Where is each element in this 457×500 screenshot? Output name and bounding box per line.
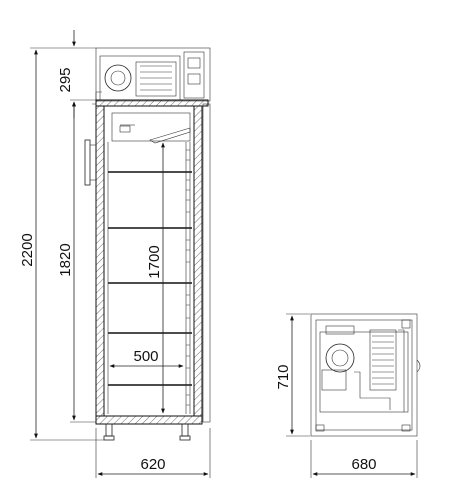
top-unit: [92, 47, 211, 105]
dim-top-view-depth: 710: [275, 364, 292, 389]
door: [202, 103, 211, 423]
evaporator: [111, 112, 191, 144]
dim-top-unit-height: 295: [57, 67, 74, 92]
dim-total-height: 2200: [19, 233, 36, 266]
dim-front-width: 620: [140, 456, 165, 473]
section-view: [84, 47, 211, 441]
bottom-wall: [95, 415, 203, 425]
shelf-rack: [107, 142, 191, 414]
left-wall: [95, 105, 105, 417]
shelves: [108, 171, 192, 386]
top-view: [310, 313, 421, 437]
dim-top-view-width: 680: [351, 456, 376, 473]
dim-cabinet-height: 1820: [57, 243, 74, 276]
door-handle: [84, 139, 91, 186]
feet: [103, 423, 191, 441]
dim-shelf-depth: 500: [133, 348, 158, 365]
dim-interior-height: 1700: [146, 245, 163, 278]
top-wall: [95, 99, 209, 107]
right-wall: [193, 105, 203, 417]
compressor-icon: [325, 343, 355, 373]
